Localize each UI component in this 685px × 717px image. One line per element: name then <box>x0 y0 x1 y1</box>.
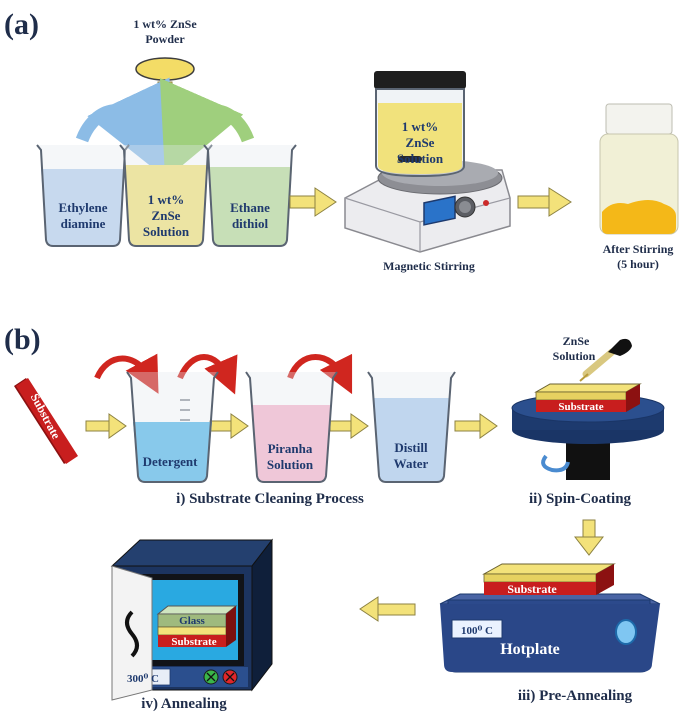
beaker-detergent: Detergent <box>126 371 219 483</box>
stirring-caption: Magnetic Stirring <box>383 259 475 273</box>
red-arrow-3 <box>287 353 353 395</box>
jar-line3: Solution <box>397 151 444 166</box>
arrow-to-water <box>329 413 369 439</box>
panel-b-label: (b) <box>4 323 41 356</box>
annealing-oven <box>110 538 274 701</box>
arrow-to-spin <box>454 413 498 439</box>
beaker-distill-water: Distill Water <box>367 371 456 483</box>
panel-a-label: (a) <box>4 8 39 41</box>
step2-caption: ii) Spin-Coating <box>529 491 632 507</box>
beaker3-line2: dithiol <box>232 216 269 231</box>
hotplate-temp: 100⁰ C <box>461 625 493 637</box>
hot-substrate-text: Substrate <box>507 582 557 596</box>
jar-line2: ZnSe <box>406 135 435 150</box>
powder-label-line2: Powder <box>145 32 185 46</box>
step3-caption: iii) Pre-Annealing <box>518 688 633 704</box>
arrow-to-piranha <box>209 413 249 439</box>
arrow-down-powder <box>157 81 173 113</box>
dropper-line2: Solution <box>553 349 596 363</box>
curved-arrow-green <box>159 78 255 180</box>
powder-dish <box>135 57 195 81</box>
after-caption-line2: (5 hour) <box>617 257 659 271</box>
arrow-to-detergent <box>85 413 127 439</box>
piranha-line2: Solution <box>267 457 314 472</box>
beaker-ethylenediamine: Ethylene diamine <box>36 144 130 247</box>
spin-coater: Substrate <box>511 338 665 480</box>
hotplate: Substrate 100⁰ C Hotplate <box>439 563 661 673</box>
spin-substrate-text: Substrate <box>558 401 603 413</box>
beaker1-line1: Ethylene <box>58 200 107 215</box>
step1-caption: i) Substrate Cleaning Process <box>176 491 364 507</box>
arrow-to-stirrer <box>289 187 337 217</box>
dropper-line1: ZnSe <box>563 334 590 348</box>
water-line1: Distill <box>394 440 428 455</box>
detergent-text: Detergent <box>143 454 199 469</box>
beaker-znse-solution: 1 wt% ZnSe Solution <box>119 144 213 247</box>
oven-substrate-text: Substrate <box>171 636 216 648</box>
beaker2-line3: Solution <box>143 224 190 239</box>
red-arrow-1 <box>94 353 159 394</box>
jar-line1: 1 wt% <box>402 119 438 134</box>
red-arrow-2 <box>177 354 238 395</box>
beaker-ethanedithiol: Ethane dithiol <box>203 144 297 247</box>
beaker1-line2: diamine <box>61 216 106 231</box>
step4-caption: iv) Annealing <box>141 696 227 712</box>
oven-glass-text: Glass <box>179 615 205 627</box>
substrate-tile: Substrate <box>14 378 78 464</box>
arrow-to-hotplate <box>573 519 605 556</box>
beaker-piranha: Piranha Solution <box>245 371 338 483</box>
magnetic-stirrer: 1 wt% ZnSe Solution <box>344 71 511 253</box>
arrow-down-powder-head <box>149 110 181 132</box>
curved-arrow-blue <box>75 77 170 180</box>
piranha-line1: Piranha <box>268 441 313 456</box>
beaker2-line1: 1 wt% <box>148 192 184 207</box>
beaker2-line2: ZnSe <box>152 208 181 223</box>
powder-label-line1: 1 wt% ZnSe <box>133 17 197 31</box>
arrow-to-oven <box>359 596 416 622</box>
sample-bottle <box>599 103 679 235</box>
arrow-to-bottle <box>517 187 572 217</box>
oven-temp: 300⁰ C <box>127 673 159 685</box>
water-line2: Water <box>394 456 429 471</box>
after-caption-line1: After Stirring <box>603 242 674 256</box>
hotplate-label: Hotplate <box>500 641 560 658</box>
beaker3-line1: Ethane <box>230 200 270 215</box>
